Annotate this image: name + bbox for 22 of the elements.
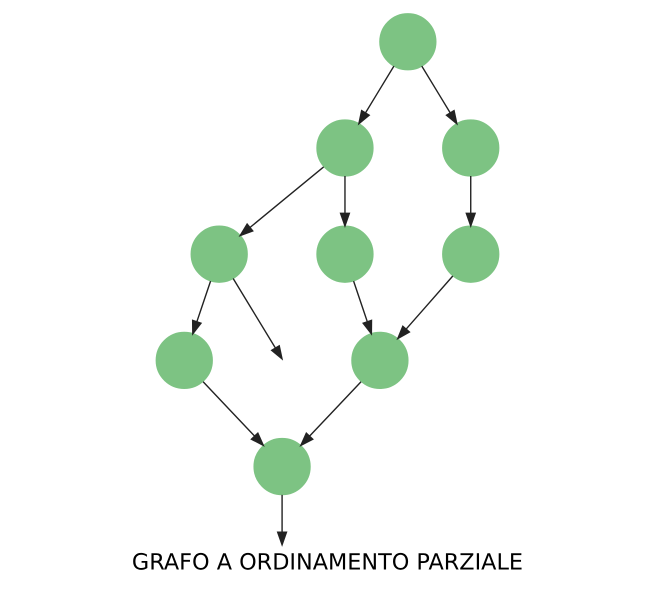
arrow (420, 66, 458, 126)
node-circle (316, 226, 374, 283)
node-circle (378, 13, 436, 70)
arrow (396, 276, 453, 340)
arrow (352, 280, 372, 336)
arrow (238, 166, 324, 237)
arrow (202, 381, 264, 447)
arrow (357, 66, 394, 126)
arrow (464, 176, 476, 228)
node-circle (252, 438, 310, 496)
arrow (191, 280, 211, 336)
arrow (339, 176, 350, 228)
node-circle (442, 119, 499, 177)
node-circle (190, 226, 248, 283)
caption: GRAFO A ORDINAMENTO PARZIALE (131, 549, 523, 576)
node-circle (155, 332, 212, 390)
arrow (276, 494, 287, 547)
node-circle (316, 119, 374, 177)
arrow (298, 381, 362, 447)
node-circle (350, 332, 408, 390)
node-circle (442, 226, 499, 283)
arrow (232, 278, 283, 361)
